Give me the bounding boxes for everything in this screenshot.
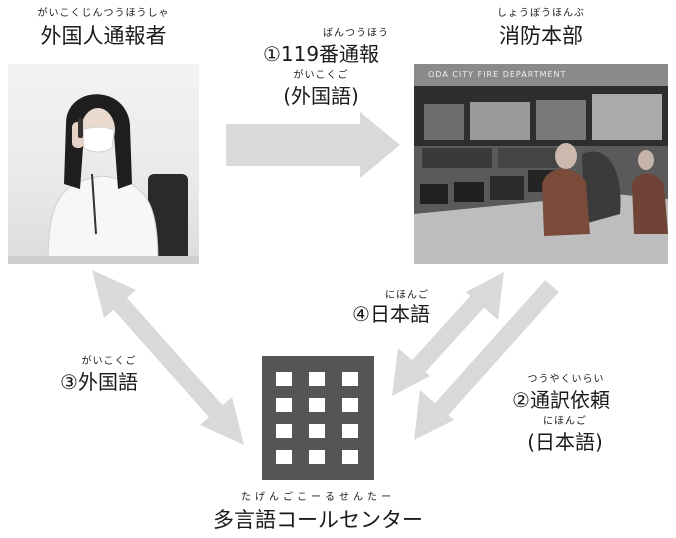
- step1-sub-ruby: がいこくご: [293, 70, 349, 81]
- step3-ruby: がいこくご: [81, 356, 137, 367]
- step1-label: ①119番通報: [262, 42, 380, 66]
- reporter-photo: [8, 64, 199, 264]
- step2-sub-label: (日本語): [527, 430, 603, 454]
- arrow-step4: [392, 272, 504, 396]
- step3-label: ③外国語: [60, 370, 138, 394]
- arrow-step2: [414, 279, 559, 440]
- step2-label: ②通訳依頼: [512, 388, 610, 412]
- step1-ruby: ばんつうほう: [323, 28, 389, 39]
- hq-ruby: しょうぼうほんぶ: [497, 8, 585, 19]
- step4-label: ④日本語: [352, 302, 430, 326]
- reporter-title: 外国人通報者: [40, 24, 167, 48]
- hq-title: 消防本部: [499, 24, 583, 48]
- hq-wall-sign: ODA CITY FIRE DEPARTMENT: [428, 70, 567, 79]
- hq-photo: ODA CITY FIRE DEPARTMENT: [414, 64, 668, 264]
- arrow-step3: [92, 270, 244, 445]
- arrow-step1: [226, 112, 400, 178]
- step4-ruby: にほんご: [385, 290, 429, 301]
- center-title: 多言語コールセンター: [213, 508, 423, 532]
- control-room-illustration: [414, 64, 668, 264]
- step2-ruby: つうやくいらい: [527, 374, 605, 385]
- step2-sub-ruby: にほんご: [543, 416, 587, 427]
- reporter-illustration: [8, 94, 199, 264]
- reporter-ruby: がいこくじんつうほうしゃ: [37, 8, 170, 19]
- center-ruby: たげんごこーるせんたー: [241, 492, 395, 503]
- step1-sub-label: (外国語): [283, 84, 359, 108]
- building-icon: [262, 356, 374, 480]
